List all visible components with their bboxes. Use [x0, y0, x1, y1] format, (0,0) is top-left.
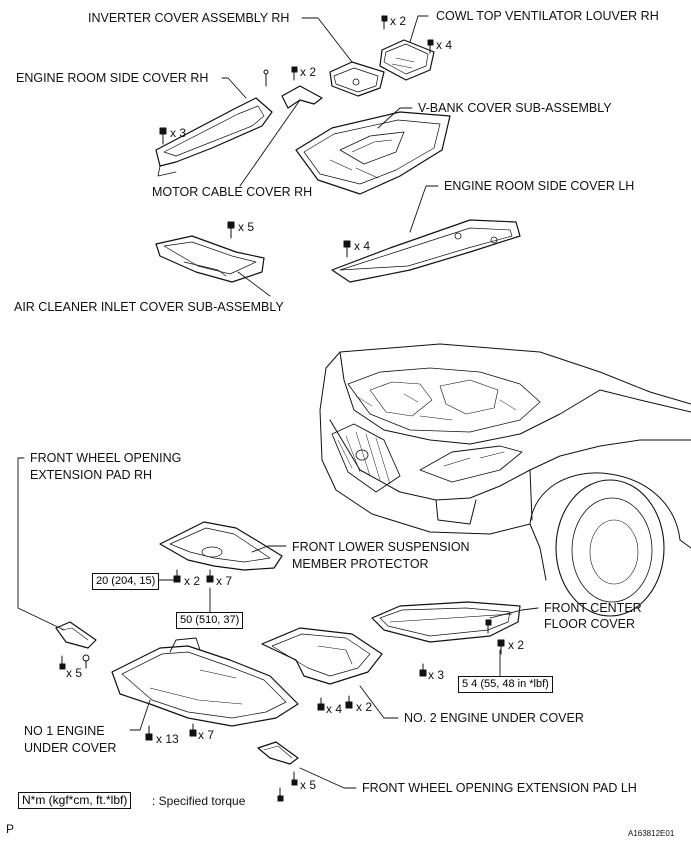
screw-icon	[263, 69, 269, 87]
label-front-center-floor-line2: FLOOR COVER	[544, 617, 635, 631]
front-center-floor-cover	[371, 601, 521, 643]
bolt-icon	[189, 723, 197, 737]
bolt-icon	[345, 695, 353, 709]
label-front-wheel-pad-rh-line1: FRONT WHEEL OPENING	[30, 451, 182, 465]
legend-torque-description: : Specified torque	[152, 794, 246, 808]
label-engine-room-side-cover-lh: ENGINE ROOM SIDE COVER LH	[444, 179, 635, 193]
bolt-icon	[159, 127, 167, 145]
label-no2-engine-under-cover: NO. 2 ENGINE UNDER COVER	[404, 711, 584, 725]
front-wheel-pad-lh	[257, 741, 299, 765]
label-v-bank-cover-sub-assembly: V-BANK COVER SUB-ASSEMBLY	[418, 101, 612, 115]
front-lower-suspension-member-protector	[159, 521, 283, 571]
leader-lines	[17, 15, 539, 789]
bolt-icon	[427, 39, 434, 54]
label-front-center-floor-line1: FRONT CENTER	[544, 601, 642, 615]
count-cowl-top-x2: x 2	[390, 14, 407, 28]
legend-torque-unit-box: N*m (kgf*cm, ft.*lbf)	[18, 792, 132, 809]
screw-icon	[82, 654, 90, 669]
page-letter: P	[6, 822, 15, 836]
count-pad-rh-x5: x 5	[66, 666, 83, 680]
bolt-icon	[145, 725, 153, 741]
torque-box-54: 5 4 (55, 48 in *lbf)	[458, 676, 553, 693]
label-motor-cable-cover-rh: MOTOR CABLE COVER RH	[152, 185, 313, 199]
label-front-wheel-pad-lh: FRONT WHEEL OPENING EXTENSION PAD LH	[362, 781, 637, 795]
vehicle-front-body	[319, 343, 691, 617]
label-air-cleaner-inlet-cover: AIR CLEANER INLET COVER SUB-ASSEMBLY	[14, 300, 284, 314]
no-1-engine-under-cover	[111, 637, 299, 727]
count-protector-x2: x 2	[184, 574, 201, 588]
label-front-lower-suspension-line1: FRONT LOWER SUSPENSION	[292, 540, 470, 554]
count-engine-room-rh-x3: x 3	[170, 126, 187, 140]
v-bank-cover-sub-assembly	[295, 111, 451, 195]
count-no2-x2: x 2	[356, 700, 373, 714]
bolt-icon	[419, 663, 427, 677]
label-front-lower-suspension-line2: MEMBER PROTECTOR	[292, 557, 429, 571]
air-cleaner-inlet-cover	[155, 235, 265, 283]
label-inverter-cover-assembly-rh: INVERTER COVER ASSEMBLY RH	[88, 11, 290, 25]
bolt-icon	[59, 655, 66, 670]
count-floor-x3: x 3	[428, 668, 445, 682]
label-engine-room-side-cover-rh: ENGINE ROOM SIDE COVER RH	[16, 71, 209, 85]
motor-cable-cover-rh	[281, 85, 323, 109]
front-wheel-pad-rh	[55, 621, 97, 649]
label-front-wheel-pad-rh-line2: EXTENSION PAD RH	[30, 468, 153, 482]
torque-box-50: 50 (510, 37)	[176, 612, 244, 629]
bolt-icon	[291, 66, 298, 81]
count-protector-x7: x 7	[216, 574, 233, 588]
count-no2-x4: x 4	[326, 702, 343, 716]
count-engine-room-lh-x4: x 4	[354, 239, 371, 253]
bolt-icon	[485, 619, 492, 634]
no-2-engine-under-cover	[261, 627, 383, 685]
bolt-icon	[227, 221, 235, 239]
bolt-icon	[317, 697, 325, 711]
engine-room-side-cover-lh	[331, 219, 521, 283]
cowl-top-ventilator-louver-rh	[379, 39, 435, 81]
count-pad-lh-x5: x 5	[300, 778, 317, 792]
count-motor-cable-x2: x 2	[300, 65, 317, 79]
label-no1-engine-under-cover-line2: UNDER COVER	[24, 741, 117, 755]
bolt-icon	[291, 771, 298, 786]
bolt-icon	[497, 639, 505, 655]
count-cowl-top-x4: x 4	[436, 38, 453, 52]
bolt-icon	[343, 240, 351, 258]
torque-box-20: 20 (204, 15)	[92, 573, 160, 590]
bolt-icon	[381, 15, 388, 30]
bolt-icon	[173, 569, 181, 583]
fastener-symbols	[59, 15, 505, 802]
bolt-icon	[206, 569, 214, 583]
count-floor-x2: x 2	[508, 638, 525, 652]
figure-code: A163812E01	[628, 829, 675, 838]
bolt-icon	[277, 787, 284, 802]
inverter-cover-assembly-rh	[329, 61, 385, 97]
label-cowl-top-ventilator-louver-rh: COWL TOP VENTILATOR LOUVER RH	[436, 9, 659, 23]
count-no1-x13: x 13	[156, 732, 179, 746]
count-no1-x7: x 7	[198, 728, 215, 742]
label-no1-engine-under-cover-line1: NO 1 ENGINE	[24, 724, 105, 738]
engine-room-side-cover-rh	[155, 97, 273, 177]
count-air-cleaner-x5: x 5	[238, 220, 255, 234]
